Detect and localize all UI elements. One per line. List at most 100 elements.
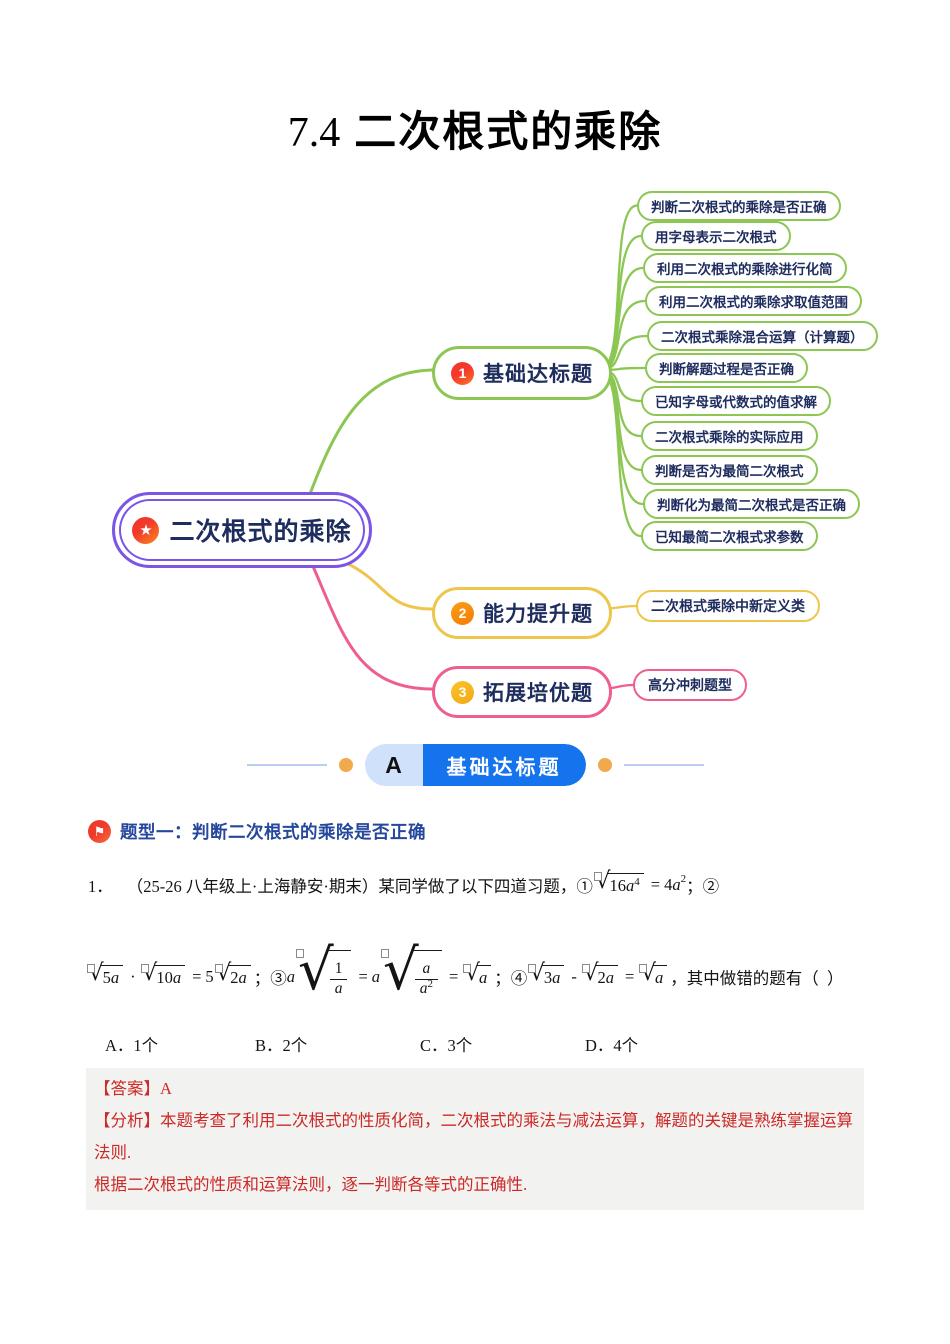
radicand: 2a: [228, 965, 251, 989]
radicand: a: [476, 965, 492, 989]
math-operator: =: [358, 967, 368, 986]
banner-dot-right-icon: [597, 758, 612, 772]
number-1-badge-icon: 1: [451, 361, 474, 385]
math-variable: a: [552, 968, 561, 987]
mindmap-leaf: 判断二次根式的乘除是否正确: [637, 190, 841, 221]
radical: √a: [463, 962, 492, 989]
mindmap-leaf: 二次根式乘除的实际应用: [641, 421, 818, 451]
mindmap-leaf: 二次根式乘除混合运算（计算题）: [647, 321, 878, 351]
radical-index-box: [463, 964, 472, 973]
mindmap-leaf: 已知字母或代数式的值求解: [641, 386, 831, 416]
math-variable: a: [626, 876, 635, 895]
math-number: 4: [664, 875, 673, 894]
flag-icon: ⚑: [88, 820, 111, 843]
math-variable: a: [478, 968, 488, 987]
radical-index-box: [140, 964, 149, 973]
radical: √3a: [528, 962, 565, 989]
question-text: ；④: [494, 969, 528, 988]
answer-line: 【答案】A: [94, 1073, 856, 1105]
radicand: 3a: [541, 965, 565, 989]
mindmap-leaf: 利用二次根式的乘除求取值范围: [645, 286, 862, 316]
math-operator: ·: [130, 967, 136, 986]
mindmap-branch-ability: 2 能力提升题: [432, 587, 612, 639]
mindmap-connector: [310, 562, 434, 691]
analysis-paragraph: 【分析】本题考查了利用二次根式的性质化简，二次根式的乘法与减法运算，解题的关键是…: [94, 1111, 853, 1162]
question-intro: （25-26 八年级上·上海静安·期末）某同学做了以下四道习题，①: [126, 877, 593, 896]
math-operator: -: [571, 967, 577, 986]
radical-index-box: [639, 964, 648, 973]
mindmap-leaf: 判断解题过程是否正确: [645, 353, 808, 383]
radical-index-box: [581, 964, 590, 973]
mindmap-leaf: 已知最简二次根式求参数: [641, 521, 818, 551]
math-variable: a: [654, 968, 664, 987]
fraction-numerator: a: [422, 959, 431, 977]
title-text: 二次根式的乘除: [354, 108, 663, 155]
analysis-paragraph: 根据二次根式的性质和运算法则，逐一判断各等式的正确性.: [94, 1175, 528, 1194]
mindmap-connector: [598, 204, 639, 372]
radicand: 10a: [154, 965, 186, 989]
radical-index-box: [87, 964, 95, 973]
section-letter: A: [364, 744, 423, 786]
math-number: 2: [230, 968, 239, 987]
answer-block: 【答案】A 【分析】本题考查了利用二次根式的性质化简，二次根式的乘法与减法运算，…: [86, 1068, 864, 1210]
option-c: C．3个: [420, 1036, 473, 1055]
math-variable: a: [371, 967, 381, 986]
math-operator: =: [192, 967, 202, 986]
radical-index-box: [296, 949, 305, 958]
math-number: 16: [609, 876, 627, 895]
math-operator: =: [448, 967, 459, 986]
mindmap-leaf: 二次根式乘除中新定义类: [636, 590, 820, 622]
question-text: ；③: [253, 969, 287, 988]
answer-options-row: A．1个 B．2个 C．3个 D．4个: [88, 1032, 878, 1058]
title-number: 7.4: [287, 110, 341, 156]
math-variable: a: [172, 968, 182, 987]
mindmap-leaf: 用字母表示二次根式: [641, 221, 791, 251]
radical: √a: [639, 962, 668, 989]
star-icon: ★: [132, 516, 160, 544]
math-variable: a: [286, 967, 296, 986]
mindmap-leaf: 判断是否为最简二次根式: [641, 455, 818, 485]
mindmap-root-label: 二次根式的乘除: [169, 518, 352, 546]
option-b: B．2个: [255, 1036, 308, 1055]
math-number: 2: [597, 968, 606, 987]
radicand: 5a: [100, 965, 124, 989]
question-text: ，其中做错的题有（ ）: [670, 969, 844, 988]
mindmap-branch-expand: 3 拓展培优题: [432, 666, 612, 718]
mindmap-leaf: 高分冲刺题型: [633, 669, 747, 701]
option-d: D．4个: [585, 1036, 639, 1055]
question-text: ；②: [686, 877, 720, 896]
section-label: 基础达标题: [422, 744, 586, 786]
number-3-badge-icon: 3: [451, 680, 474, 704]
radical: √5a: [87, 962, 124, 989]
radical-index-box: [593, 872, 602, 881]
radical: √2a: [581, 962, 618, 989]
answer-tag: 【答案】: [94, 1079, 160, 1098]
math-number: 5: [102, 968, 111, 987]
radicand: a: [652, 965, 668, 989]
number-2-badge-icon: 2: [451, 601, 474, 625]
math-operator: =: [650, 875, 661, 894]
math-exponent: 4: [634, 876, 640, 888]
section-banner-pill: A 基础达标题: [364, 744, 586, 786]
mindmap: ★ 二次根式的乘除 1 基础达标题 2 能力提升题 3 拓展培优题 判断二次根式…: [0, 182, 950, 747]
question-number: 1．: [88, 877, 113, 896]
fraction-numerator: 1: [334, 959, 343, 977]
math-exponent: 2: [427, 977, 433, 990]
answer-value: A: [160, 1079, 172, 1098]
topic-heading: ⚑ 题型一：判断二次根式的乘除是否正确: [88, 819, 426, 844]
radical-index-box: [214, 964, 223, 973]
fraction-denominator: a: [329, 978, 348, 999]
math-variable: a: [672, 875, 681, 894]
math-variable: a: [419, 979, 428, 997]
topic-label: 题型一：判断二次根式的乘除是否正确: [120, 822, 426, 842]
mindmap-connector: [308, 368, 434, 496]
radical-index-box: [528, 964, 537, 973]
question-1-line: 1． （25-26 八年级上·上海静安·期末）某同学做了以下四道习题，① √ 1…: [88, 862, 888, 908]
